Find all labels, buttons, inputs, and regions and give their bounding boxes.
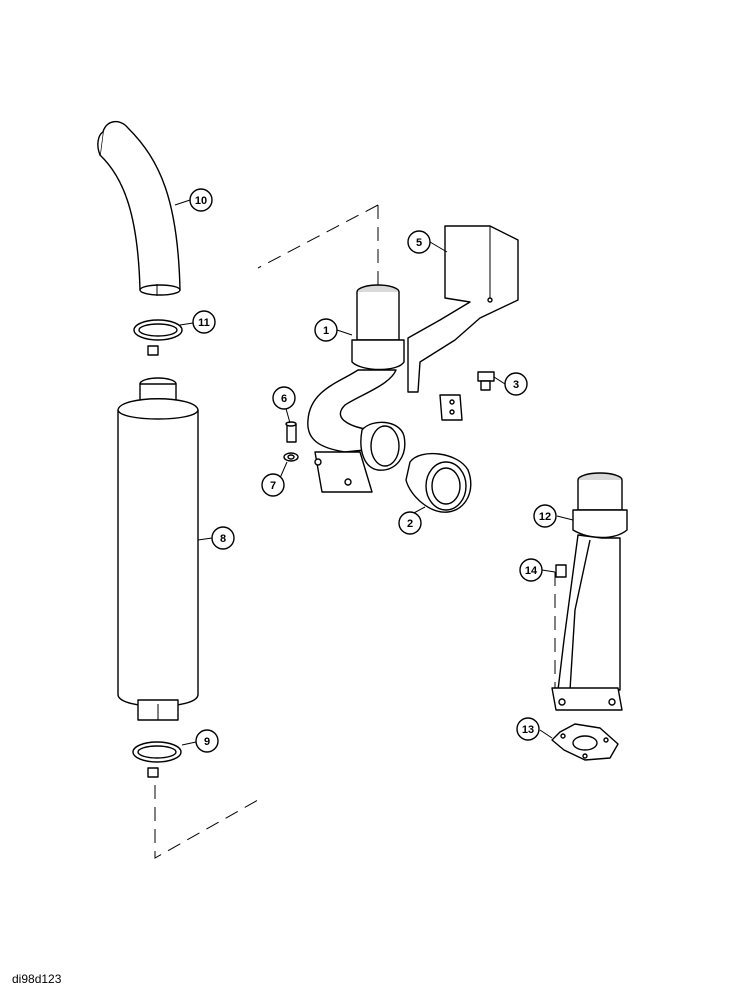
part-12-exhaust-pipe (551, 472, 628, 711)
callout-7: 7 (261, 473, 285, 497)
svg-text:5: 5 (416, 237, 422, 249)
drawing-code: di98d123 (12, 972, 62, 986)
svg-text:10: 10 (195, 195, 207, 207)
callout-2: 2 (398, 511, 422, 535)
part-2-coupling (405, 452, 472, 513)
svg-text:6: 6 (281, 393, 287, 405)
callout-leaders (174, 199, 574, 746)
svg-text:11: 11 (198, 317, 210, 329)
part-3-bolt (477, 371, 495, 391)
svg-text:12: 12 (539, 511, 551, 523)
alignment-lines (154, 204, 556, 859)
part-6-capscrew (285, 421, 297, 443)
svg-text:3: 3 (513, 379, 519, 391)
callout-6: 6 (272, 386, 296, 410)
callout-9: 9 (195, 729, 219, 753)
part-1-exhaust-elbow (307, 284, 406, 493)
part-14-screw (555, 564, 567, 578)
callout-3: 3 (504, 372, 528, 396)
svg-text:9: 9 (204, 736, 210, 748)
part-8-muffler (117, 377, 199, 721)
svg-text:13: 13 (522, 724, 534, 736)
callout-12: 12 (533, 504, 557, 528)
part-13-gasket (551, 723, 619, 761)
part-7-washer (283, 452, 299, 462)
part-9-clamp (132, 741, 182, 778)
svg-text:8: 8 (220, 533, 226, 545)
svg-text:2: 2 (407, 518, 413, 530)
callout-10: 10 (189, 188, 213, 212)
svg-text:1: 1 (323, 325, 329, 337)
callout-13: 13 (516, 717, 540, 741)
svg-text:14: 14 (525, 565, 538, 577)
svg-text:7: 7 (270, 480, 276, 492)
callout-8: 8 (211, 526, 235, 550)
callout-1: 1 (314, 318, 338, 342)
part-5-bracket (407, 225, 519, 421)
callout-5: 5 (407, 230, 431, 254)
part-10-tail-pipe (97, 121, 181, 296)
part-11-clamp (133, 319, 183, 356)
callout-11: 11 (192, 310, 216, 334)
callout-14: 14 (519, 558, 543, 582)
